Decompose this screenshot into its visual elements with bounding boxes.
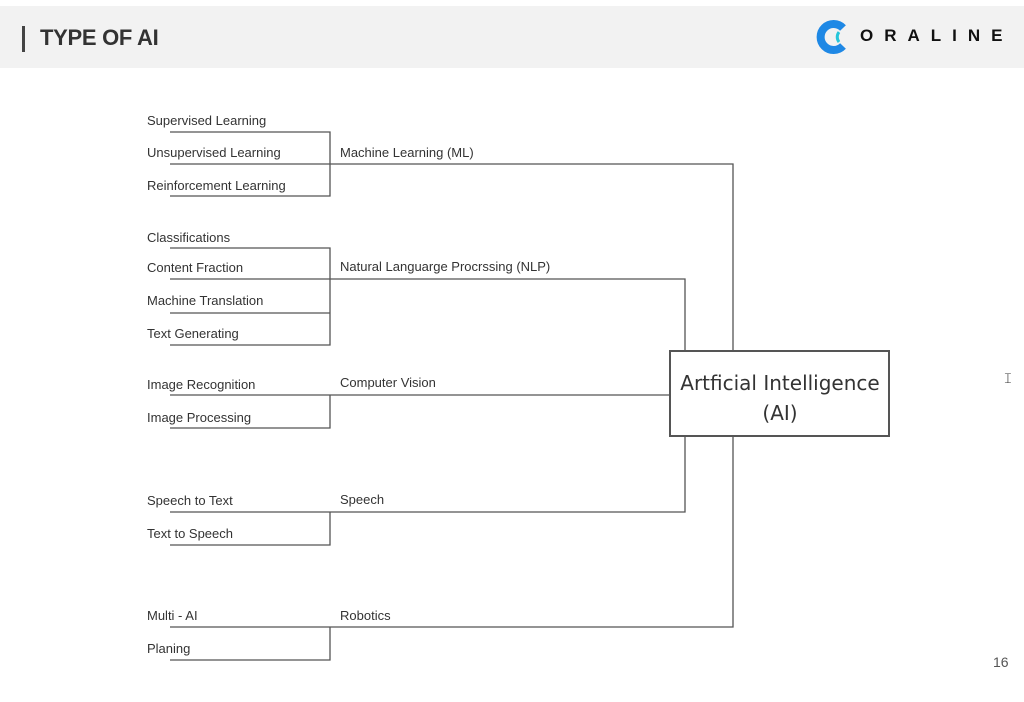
coraline-logo-icon (816, 20, 846, 54)
group-label-speech: Speech (340, 492, 384, 507)
logo-wordmark: ORALINE (860, 26, 1014, 45)
item-planing: Planing (147, 641, 190, 656)
item-classifications: Classifications (147, 230, 231, 245)
item-multi-ai: Multi - AI (147, 608, 198, 623)
page-title: TYPE OF AI (40, 25, 159, 50)
item-machine-translation: Machine Translation (147, 293, 263, 308)
item-speech-to-text: Speech to Text (147, 493, 233, 508)
item-reinforcement-learning: Reinforcement Learning (147, 178, 286, 193)
item-image-processing: Image Processing (147, 410, 251, 425)
page-number: 16 (993, 654, 1009, 670)
ai-title-line1: Artficial Intelligence (680, 371, 879, 395)
ai-title-line2: (AI) (762, 401, 797, 425)
header-bar (0, 6, 1024, 68)
group-label-nlp: Natural Languarge Procrssing (NLP) (340, 259, 550, 274)
item-image-recognition: Image Recognition (147, 377, 255, 392)
group-label-ml: Machine Learning (ML) (340, 145, 474, 160)
ai-center-box: Artficial Intelligence (AI) (669, 350, 890, 437)
item-supervised-learning: Supervised Learning (147, 113, 266, 128)
group-label-computer-vision: Computer Vision (340, 375, 436, 390)
group-label-robotics: Robotics (340, 608, 391, 623)
item-content-fraction: Content Fraction (147, 260, 243, 275)
title-accent-bar (22, 26, 25, 52)
item-text-generating: Text Generating (147, 326, 239, 341)
item-unsupervised-learning: Unsupervised Learning (147, 145, 281, 160)
text-cursor-icon: 𝙸 (1003, 370, 1013, 386)
item-text-to-speech: Text to Speech (147, 526, 233, 541)
